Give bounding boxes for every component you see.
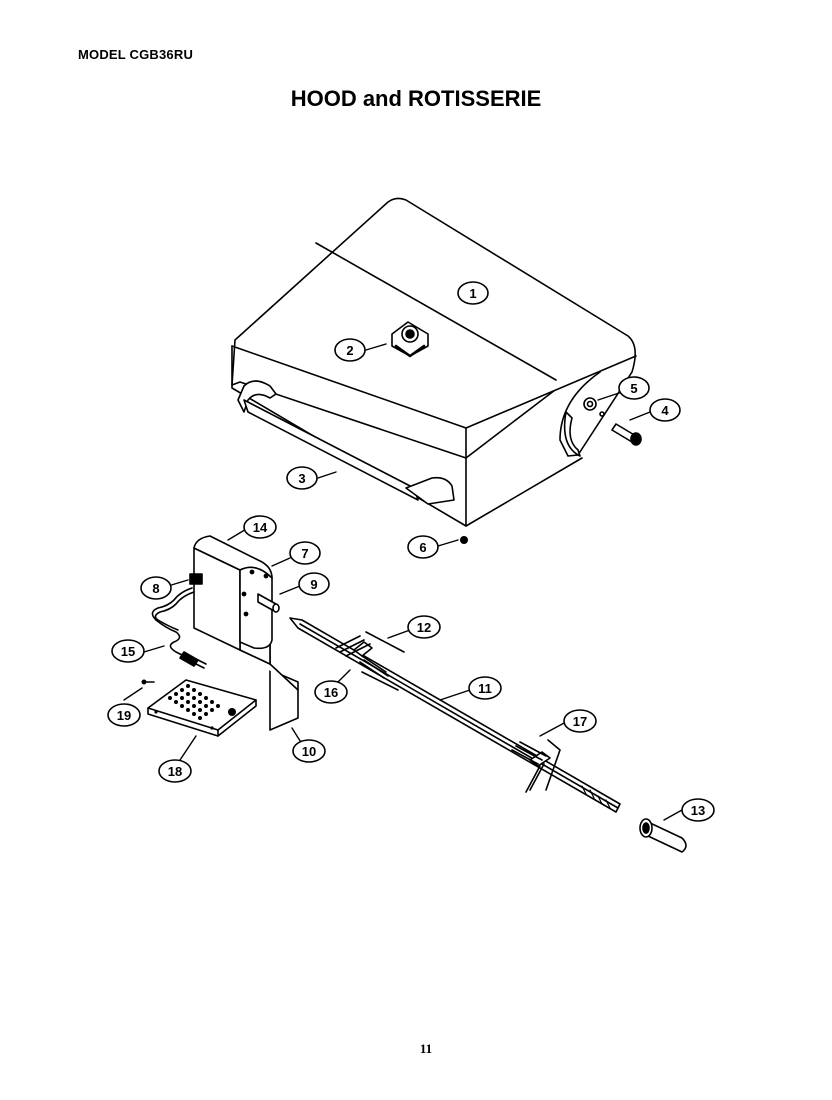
page-title: HOOD and ROTISSERIE: [290, 86, 542, 111]
svg-text:10: 10: [302, 744, 316, 759]
callout-19: 19: [107, 703, 141, 727]
svg-text:9: 9: [310, 577, 317, 592]
bushing: [583, 397, 605, 417]
svg-text:6: 6: [419, 540, 426, 555]
callout-11: 11: [468, 676, 502, 700]
callout-1: 1: [457, 281, 489, 305]
model-number: MODEL CGB36RU: [78, 47, 194, 62]
control-plate: [147, 679, 257, 737]
svg-text:5: 5: [630, 381, 637, 396]
leader-lines: [123, 343, 683, 821]
svg-text:2: 2: [346, 343, 353, 358]
callout-13: 13: [681, 798, 715, 822]
svg-text:1: 1: [469, 286, 476, 301]
hood: [231, 197, 637, 527]
svg-text:19: 19: [117, 708, 131, 723]
svg-text:16: 16: [324, 685, 338, 700]
hood-handle: [237, 380, 455, 505]
callout-14: 14: [243, 515, 277, 539]
callout-12: 12: [407, 615, 441, 639]
svg-text:15: 15: [121, 644, 135, 659]
spit-handle: [639, 818, 687, 853]
callout-6: 6: [407, 535, 439, 559]
callout-9: 9: [298, 572, 330, 596]
spit-fork-right: [511, 739, 561, 793]
svg-text:4: 4: [661, 403, 669, 418]
page-number: 11: [419, 1041, 433, 1056]
svg-text:8: 8: [152, 581, 159, 596]
nut: [460, 536, 468, 544]
callout-18: 18: [158, 759, 192, 783]
callouts: 1 2 3 4 5 6 7 8: [107, 281, 715, 822]
svg-text:13: 13: [691, 803, 705, 818]
svg-text:12: 12: [417, 620, 431, 635]
svg-text:11: 11: [478, 681, 492, 696]
callout-15: 15: [111, 639, 145, 663]
thermometer: [391, 321, 429, 358]
callout-3: 3: [286, 466, 318, 490]
screw: [141, 679, 155, 685]
callout-4: 4: [649, 398, 681, 422]
rotisserie-motor: [189, 535, 299, 731]
callout-17: 17: [563, 709, 597, 733]
hood-pin: [611, 423, 642, 446]
svg-text:14: 14: [253, 520, 268, 535]
callout-8: 8: [140, 576, 172, 600]
callout-7: 7: [289, 541, 321, 565]
svg-text:17: 17: [573, 714, 587, 729]
spit-fork-left: [335, 631, 405, 691]
power-cord: [151, 587, 207, 669]
callout-16: 16: [314, 680, 348, 704]
svg-text:7: 7: [301, 546, 308, 561]
callout-5: 5: [618, 376, 650, 400]
svg-text:3: 3: [298, 471, 305, 486]
callout-2: 2: [334, 338, 366, 362]
callout-10: 10: [292, 739, 326, 763]
svg-text:18: 18: [168, 764, 182, 779]
